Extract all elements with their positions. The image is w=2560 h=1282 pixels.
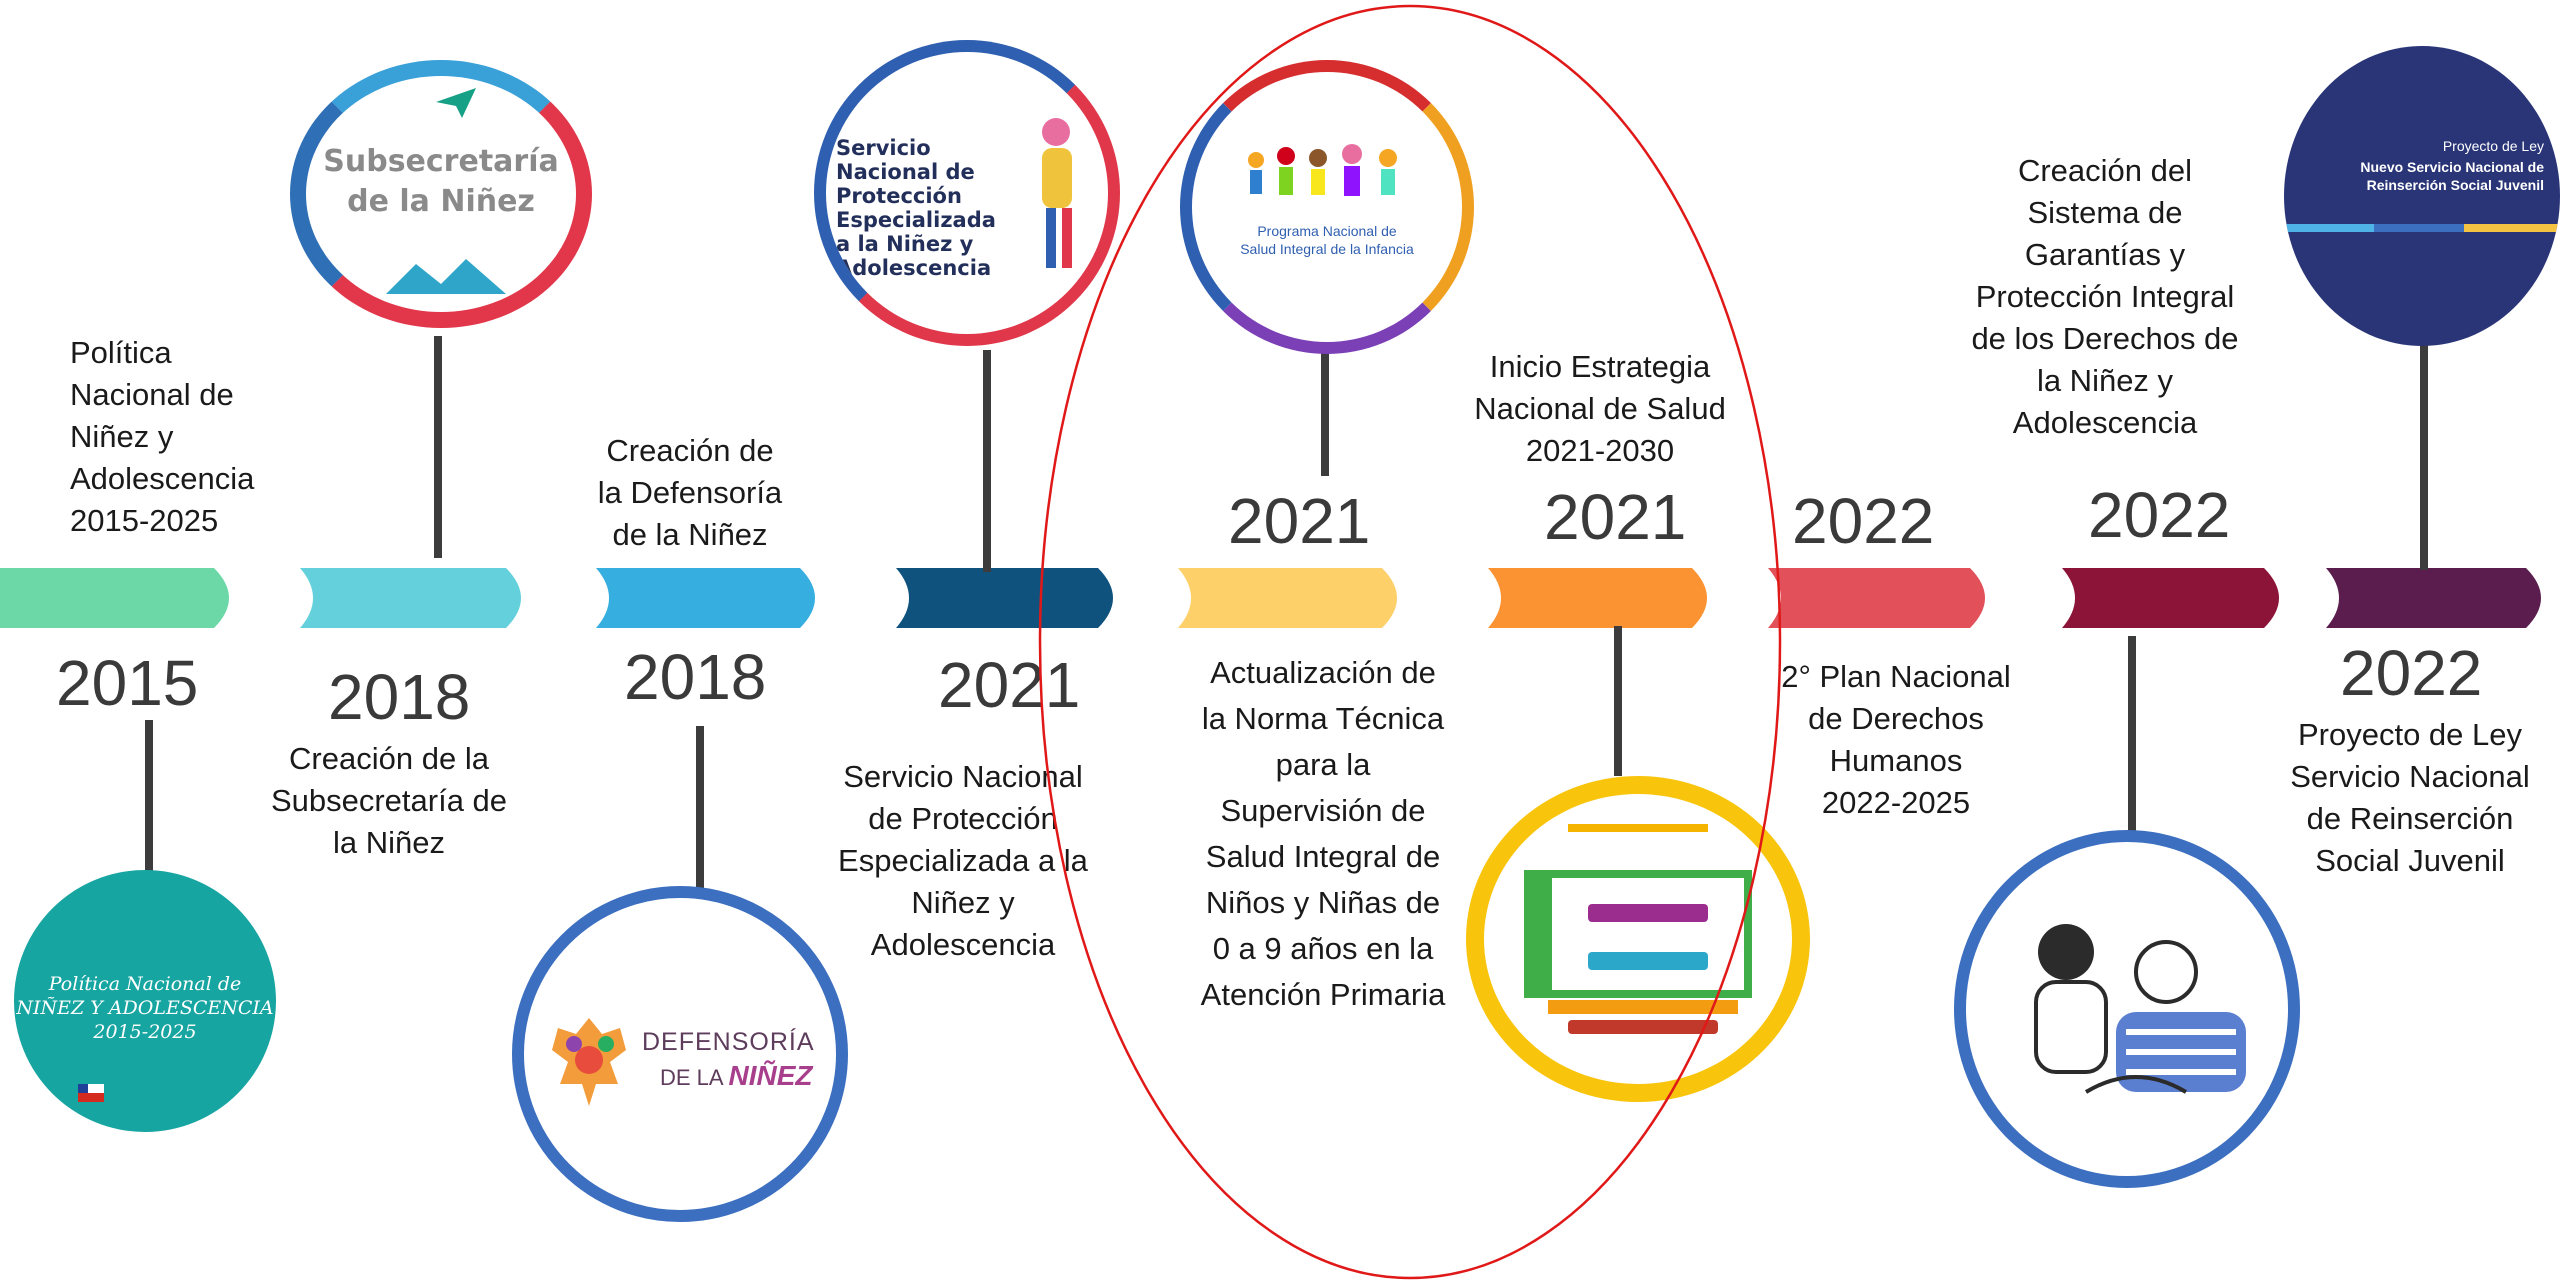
subsecretaria-logo-text: Subsecretaría de la Niñez <box>323 144 559 219</box>
timeline-segment-8 <box>2062 568 2294 628</box>
chile-flag-icon <box>78 1084 104 1102</box>
year-2022-derechos: 2022 <box>1792 485 1935 557</box>
label-plan-derechos: 2° Plan Nacional de Derechos Humanos 202… <box>1781 659 2011 820</box>
label-norma-tecnica: Actualización de la Norma Técnica para l… <box>1200 655 1446 1012</box>
label-servicio-nacional: Servicio Nacional de Protección Especial… <box>838 759 1088 962</box>
year-2021-estrategia: 2021 <box>1544 481 1687 553</box>
year-2015: 2015 <box>56 647 199 719</box>
people-illustration-icon <box>2034 924 2246 1094</box>
sistema-garantias-logo <box>1954 830 2300 1188</box>
timeline-segment-3 <box>596 568 830 628</box>
year-2018-defensoria: 2018 <box>624 641 767 713</box>
shield-icon <box>552 1018 626 1106</box>
connector-2021-norma <box>1321 352 1329 476</box>
year-2021-servicio: 2021 <box>938 649 1081 721</box>
timeline-segment-7 <box>1768 568 2000 628</box>
label-reinsercion: Proyecto de Ley Servicio Nacional de Rei… <box>2290 717 2530 878</box>
mountains-icon <box>386 259 506 294</box>
connector-2018-defensoria <box>696 726 704 888</box>
strategy-diagram-icon <box>1524 824 1752 1034</box>
label-defensoria: Creación de la Defensoría de la Niñez <box>597 433 783 552</box>
estrategia-salud-logo <box>1466 776 1810 1102</box>
reinsercion-logo-big: Nuevo Servicio Nacional de Reinserción S… <box>2360 159 2544 193</box>
stripe-icon <box>2284 224 2560 232</box>
connector-2022-garantias <box>2128 636 2136 832</box>
programa-salud-infancia-logo: Programa Nacional de Salud Integral de l… <box>1180 60 1474 354</box>
timeline-segment-5 <box>1178 568 1412 628</box>
timeline-segment-9 <box>2326 568 2556 628</box>
reinsercion-logo: Proyecto de Ley Nuevo Servicio Nacional … <box>2284 46 2560 346</box>
timeline-segment-2 <box>300 568 536 628</box>
year-2018-subsecretaria: 2018 <box>328 661 471 733</box>
programa-logo-text: Programa Nacional de Salud Integral de l… <box>1240 223 1414 257</box>
servicio-logo-text: Servicio Nacional de Protección Especial… <box>836 136 996 280</box>
defensoria-logo-bottom: DE LA NIÑEZ <box>660 1060 812 1092</box>
connector-2021-servicio <box>983 350 991 572</box>
timeline-segment-6 <box>1488 568 1722 628</box>
reinsercion-logo-small: Proyecto de Ley <box>2442 138 2544 154</box>
year-2022-reinsercion: 2022 <box>2340 637 2483 709</box>
year-2022-garantias: 2022 <box>2088 479 2231 551</box>
connector-2015 <box>145 720 153 872</box>
defensoria-logo-bottom-a: DE LA <box>660 1065 729 1090</box>
defensoria-logo-top: DEFENSORÍA <box>642 1028 815 1056</box>
label-sistema-garantias: Creación del Sistema de Garantías y Prot… <box>1971 153 2239 440</box>
children-illustration-icon <box>1042 118 1072 268</box>
connector-2018-subsecretaria <box>434 336 442 558</box>
label-estrategia-salud: Inicio Estrategia Nacional de Salud 2021… <box>1474 349 1726 468</box>
defensoria-logo: DEFENSORÍA DE LA NIÑEZ <box>512 886 848 1222</box>
label-politica-nacional: Política Nacional de Niñez y Adolescenci… <box>70 335 255 538</box>
servicio-nacional-logo: Servicio Nacional de Protección Especial… <box>814 40 1120 346</box>
paper-plane-icon <box>436 88 476 118</box>
timeline-segment-4 <box>896 568 1128 628</box>
connector-2021-estrategia <box>1614 626 1622 776</box>
politica-logo-text: Política Nacional de NIÑEZ Y ADOLESCENCI… <box>16 973 274 1043</box>
defensoria-logo-bottom-b: NIÑEZ <box>728 1060 813 1091</box>
timeline-segment-1 <box>0 568 244 628</box>
subsecretaria-logo: Subsecretaría de la Niñez <box>290 60 592 328</box>
connector-2022-reinsercion <box>2420 342 2428 570</box>
label-subsecretaria: Creación de la Subsecretaría de la Niñez <box>270 741 508 860</box>
politica-nacional-logo: Política Nacional de NIÑEZ Y ADOLESCENCI… <box>14 870 276 1132</box>
year-2021-norma: 2021 <box>1228 485 1371 557</box>
children-row-icon <box>1248 144 1397 196</box>
